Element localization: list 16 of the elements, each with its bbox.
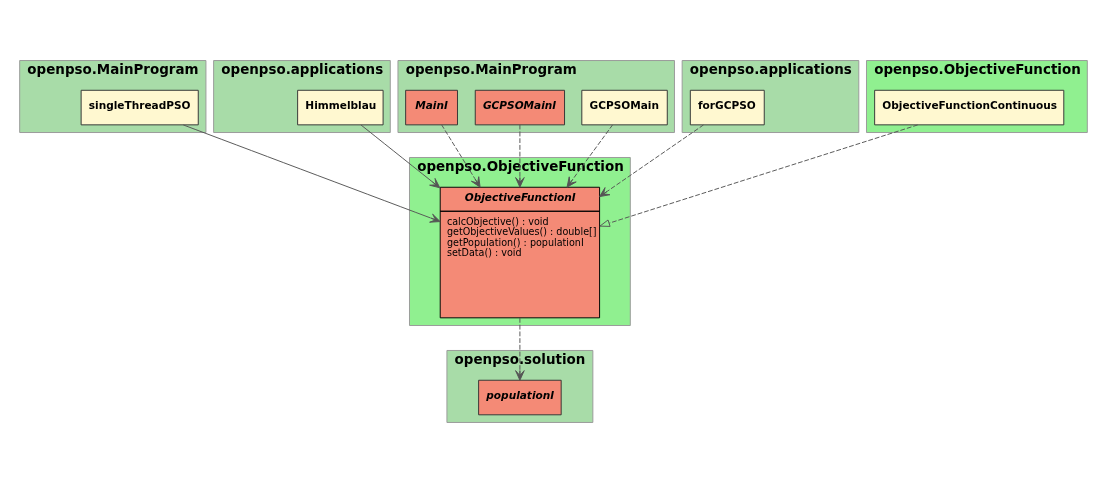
node-box: Himmelblau <box>297 89 384 125</box>
arrow <box>182 123 441 223</box>
node-box: GCPSOMain <box>581 89 668 125</box>
node-box: MainI <box>405 89 458 125</box>
arrow <box>515 123 525 188</box>
node-box: forGCPSO <box>689 89 765 125</box>
node-box: GCPSOMainI <box>474 89 565 125</box>
arrow <box>360 123 441 188</box>
node-box: populationI <box>478 379 562 415</box>
node-box: singleThreadPSO <box>80 89 199 125</box>
arrow <box>599 123 704 197</box>
arrow <box>566 123 614 188</box>
arrow <box>441 123 481 188</box>
arrow <box>515 316 525 381</box>
arrow <box>599 123 919 227</box>
node-box: ObjectiveFunctionContinuous <box>874 89 1065 125</box>
